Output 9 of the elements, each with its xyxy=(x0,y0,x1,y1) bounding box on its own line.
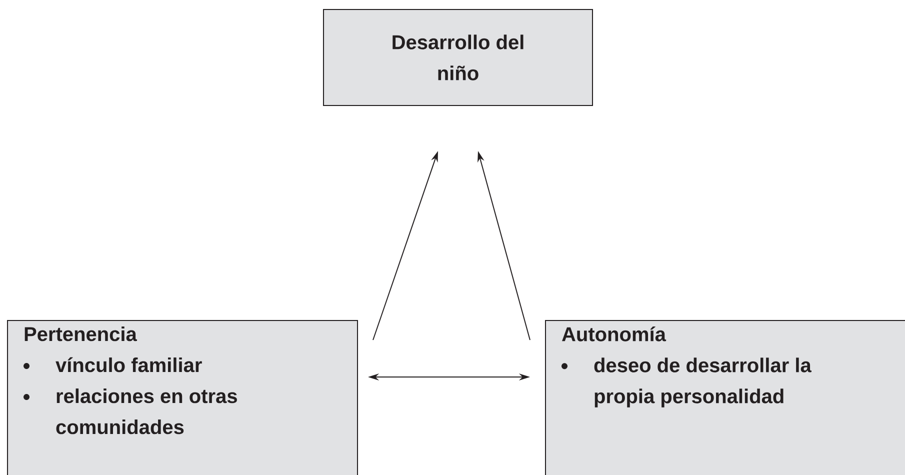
text-box xyxy=(7,320,358,475)
text-box xyxy=(323,9,593,106)
list-item: relaciones en otras comunidades xyxy=(56,388,237,434)
list-item: deseo de desarrollar la propia personalidad xyxy=(594,358,812,408)
box-heading: Autonomía xyxy=(562,326,666,342)
text-box xyxy=(545,320,905,475)
box-title: Desarrollo del niño xyxy=(392,34,524,80)
box-heading: Pertenencia xyxy=(24,326,138,342)
list-item: vínculo familiar xyxy=(56,357,202,372)
